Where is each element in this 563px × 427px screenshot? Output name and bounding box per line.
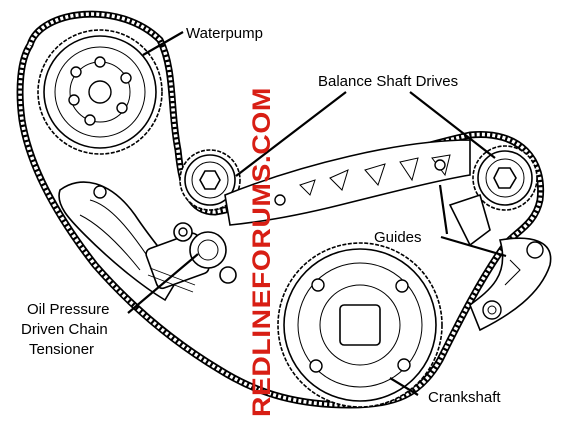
waterpump-label: Waterpump	[186, 25, 263, 42]
guides-leader-lower	[440, 235, 507, 258]
tensioner-label-line2: Driven Chain	[21, 321, 108, 338]
tensioner-arm	[58, 181, 181, 302]
balance-shaft-leader-right	[409, 91, 496, 159]
waterpump-sprocket	[37, 29, 163, 155]
upper-chain-guide	[224, 139, 471, 226]
right-chain-guide	[448, 193, 552, 332]
tensioner-leader	[127, 253, 199, 314]
tensioner-label-line1: Oil Pressure	[27, 301, 110, 318]
watermark-text: REDLINEFORUMS.COM	[248, 87, 276, 417]
waterpump-leader	[142, 31, 184, 56]
oil-pressure-tensioner	[145, 222, 237, 293]
balance-shaft-drives-label: Balance Shaft Drives	[318, 73, 458, 90]
guides-label: Guides	[374, 229, 422, 246]
right-balance-shaft-sprocket	[472, 145, 538, 211]
leader-lines	[127, 31, 507, 396]
crankshaft-leader	[389, 377, 419, 396]
guides-leader-upper	[438, 184, 449, 235]
tensioner-label-line3: Tensioner	[29, 341, 94, 358]
balance-shaft-leader-left	[235, 91, 347, 177]
crankshaft-sprocket	[277, 242, 443, 408]
crankshaft-label: Crankshaft	[428, 389, 501, 406]
